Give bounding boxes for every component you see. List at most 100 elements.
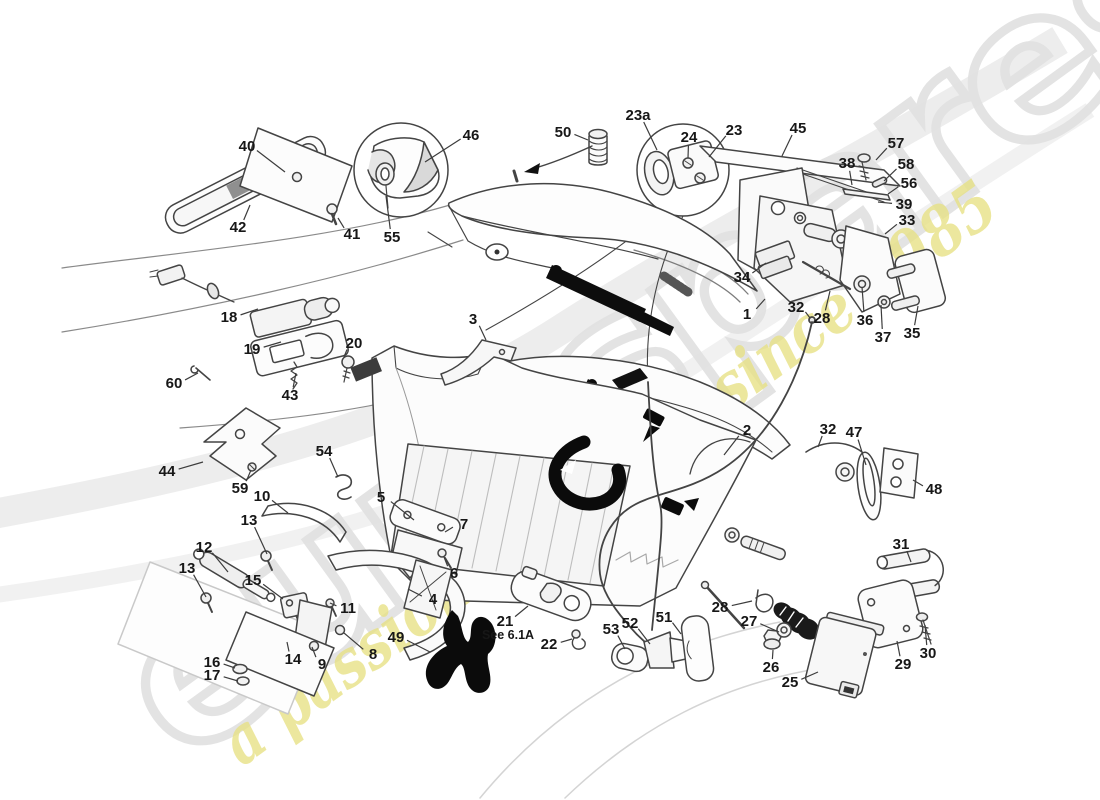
callout-20: 20 — [346, 335, 363, 352]
callout-28: 28 — [814, 310, 831, 327]
callout-19: 19 — [244, 341, 261, 358]
callout-40: 40 — [239, 138, 256, 155]
leader-line-42 — [243, 204, 251, 221]
leader-line-2 — [723, 435, 740, 456]
latch-hook-highlight — [548, 408, 699, 516]
leader-line-23 — [708, 135, 727, 158]
callout-26: 26 — [763, 659, 780, 676]
hinge-mech-cluster — [699, 145, 947, 314]
leader-line-29 — [896, 640, 901, 657]
callout-13: 13 — [179, 560, 196, 577]
leader-line-43 — [292, 372, 297, 388]
callout-35: 35 — [904, 325, 921, 342]
leader-line-20 — [343, 349, 348, 358]
callout-48: 48 — [926, 481, 943, 498]
callout-11: 11 — [340, 600, 356, 617]
callout-31: 31 — [893, 536, 910, 553]
leader-line-44 — [178, 461, 204, 470]
leader-line-11 — [329, 602, 337, 607]
callout-33: 33 — [899, 212, 916, 229]
leader-line-49 — [406, 639, 431, 653]
leader-line-8 — [343, 632, 364, 650]
leader-line-54 — [329, 457, 339, 478]
spring-buffer — [588, 128, 608, 166]
callout-10: 10 — [254, 488, 271, 505]
callout-38: 38 — [839, 155, 856, 172]
callout-16: 16 — [204, 654, 221, 671]
leader-line-52 — [637, 628, 651, 645]
callout-54: 54 — [316, 443, 333, 460]
callout-7: 7 — [460, 516, 468, 533]
callout-15: 15 — [245, 572, 262, 589]
callout-58: 58 — [898, 156, 915, 173]
callout-44: 44 — [159, 463, 176, 480]
leader-line-28 — [824, 290, 831, 311]
callout-59: 59 — [232, 480, 249, 497]
callout-17: 17 — [204, 667, 221, 684]
leader-line-22 — [560, 638, 573, 643]
callout-24: 24 — [681, 129, 698, 146]
leader-line-9 — [311, 646, 317, 658]
leader-line-35 — [914, 305, 919, 326]
leader-line-27 — [760, 623, 780, 633]
leader-line-58 — [883, 168, 897, 182]
callout-41: 41 — [344, 226, 361, 243]
callout-4: 4 — [429, 591, 438, 608]
callout-23: 23 — [726, 122, 743, 139]
detail-circle-striker — [353, 122, 449, 218]
leader-line-56 — [887, 186, 899, 195]
gas-strut-upper — [546, 265, 674, 336]
leader-line-15 — [262, 583, 284, 600]
callout-27: 27 — [741, 613, 758, 630]
callout-29: 29 — [895, 656, 912, 673]
leader-line-32 — [804, 311, 811, 319]
deck-seal — [659, 271, 693, 297]
callout-see-6.1a: See 6.1A — [482, 628, 534, 642]
leader-line-32 — [817, 435, 823, 448]
leader-line-16 — [223, 663, 236, 669]
leader-line-57 — [875, 147, 888, 161]
callout-28: 28 — [712, 599, 729, 616]
leader-line-25 — [801, 671, 819, 680]
leader-line-59 — [245, 469, 252, 482]
leader-line-18 — [240, 308, 259, 316]
leader-line-38 — [849, 170, 853, 186]
number-plate-plinth — [164, 127, 353, 234]
callout-5: 5 — [377, 489, 385, 506]
leader-line-46 — [424, 138, 461, 163]
callout-30: 30 — [920, 645, 937, 662]
leader-line-13 — [193, 574, 207, 598]
leader-line-50 — [574, 133, 589, 141]
callout-49: 49 — [388, 629, 405, 646]
callout-45: 45 — [790, 120, 807, 137]
leader-line-53 — [617, 635, 626, 650]
callout-51: 51 — [656, 609, 673, 626]
callout-14: 14 — [285, 651, 302, 668]
callout-1: 1 — [743, 306, 751, 323]
callout-25: 25 — [782, 674, 799, 691]
callout-47: 47 — [846, 424, 863, 441]
callout-22: 22 — [541, 636, 558, 653]
callout-56: 56 — [901, 175, 918, 192]
grommet-plate — [510, 565, 592, 622]
callout-42: 42 — [230, 219, 247, 236]
leader-line-36 — [861, 286, 865, 313]
callout-6: 6 — [450, 565, 458, 582]
leader-line-55 — [385, 195, 391, 230]
leader-line-26 — [771, 649, 774, 660]
callout-55: 55 — [384, 229, 401, 246]
leader-line-17 — [223, 676, 239, 682]
callout-39: 39 — [896, 196, 913, 213]
callout-23a: 23a — [625, 107, 651, 124]
leader-line-31 — [906, 550, 912, 563]
hinge-pillar — [403, 559, 453, 619]
callout-9: 9 — [318, 656, 326, 673]
leader-line-4 — [407, 588, 423, 597]
leader-line-13 — [254, 526, 268, 555]
boot-lid-open — [427, 182, 758, 292]
leader-line-40 — [256, 150, 286, 173]
callout-8: 8 — [369, 646, 377, 663]
